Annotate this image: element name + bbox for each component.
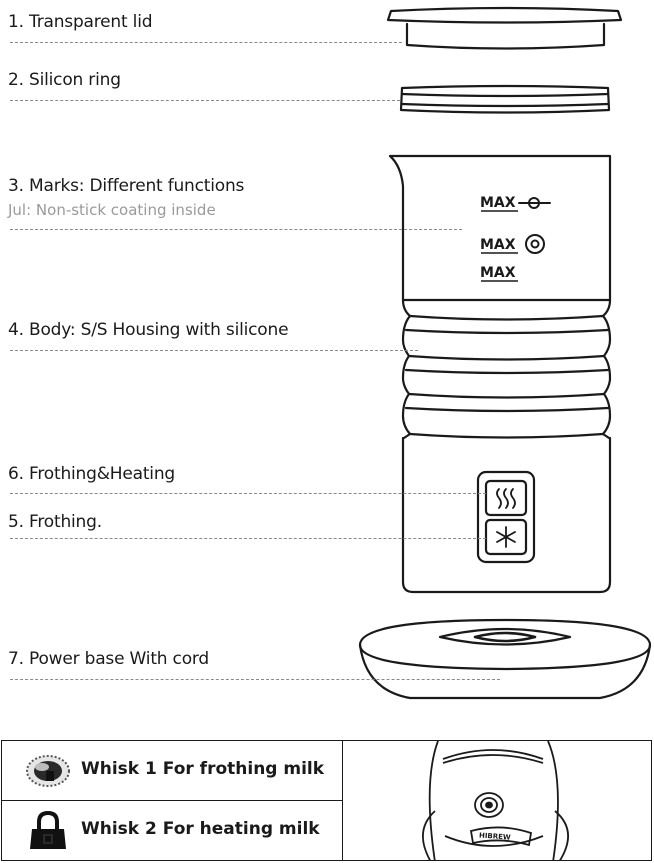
jug-interior-illustration: HIBREW [422, 741, 569, 860]
max-mark-1: MAX [480, 195, 516, 211]
label-frothing-heating: 6. Frothing&Heating [8, 464, 175, 484]
leader-body [10, 350, 418, 351]
lid-drawing [386, 6, 623, 50]
power-base-drawing [358, 618, 652, 700]
silicone-band-drawing [401, 298, 612, 440]
leader-frothing-heating [10, 493, 486, 494]
label-frothing: 5. Frothing. [8, 512, 102, 532]
leader-ring [10, 100, 400, 101]
leader-frothing [10, 538, 486, 539]
jug-upper-drawing [388, 154, 612, 302]
leader-marks [10, 229, 462, 230]
accessory-label-heating: Whisk 2 For heating milk [81, 819, 320, 839]
max-mark-symbols [518, 197, 551, 254]
snowflake-icon [496, 526, 516, 548]
max-mark-2: MAX [480, 237, 516, 253]
accessories-list: Whisk 1 For frothing milk Whisk 2 For he… [2, 741, 343, 860]
leader-power-base [10, 679, 500, 680]
heating-whisk-icon [30, 811, 66, 849]
frother-exploded-illustration: MAX MAX MAX [358, 6, 652, 700]
max-mark-3: MAX [480, 265, 516, 281]
heat-icon [496, 488, 516, 509]
jug-lower-drawing [401, 436, 612, 594]
frothing-whisk-icon [26, 755, 70, 787]
label-ring: 2. Silicon ring [8, 70, 121, 90]
leader-lid [10, 42, 402, 43]
accessory-row-heating: Whisk 2 For heating milk [2, 801, 342, 861]
accessory-row-frothing: Whisk 1 For frothing milk [2, 741, 342, 801]
sublabel-coating: Jul: Non-stick coating inside [8, 201, 216, 219]
jug-top-view: HIBREW [343, 741, 651, 860]
accessories-table: Whisk 1 For frothing milk Whisk 2 For he… [1, 740, 652, 861]
label-body: 4. Body: S/S Housing with silicone [8, 320, 289, 340]
label-marks: 3. Marks: Different functions [8, 176, 245, 196]
silicone-ring-drawing [399, 84, 611, 114]
accessory-label-frothing: Whisk 1 For frothing milk [81, 759, 325, 779]
control-panel-drawing [476, 470, 536, 564]
label-lid: 1. Transparent lid [8, 12, 153, 32]
brand-badge: HIBREW [479, 831, 511, 841]
label-power-base: 7. Power base With cord [8, 649, 209, 669]
